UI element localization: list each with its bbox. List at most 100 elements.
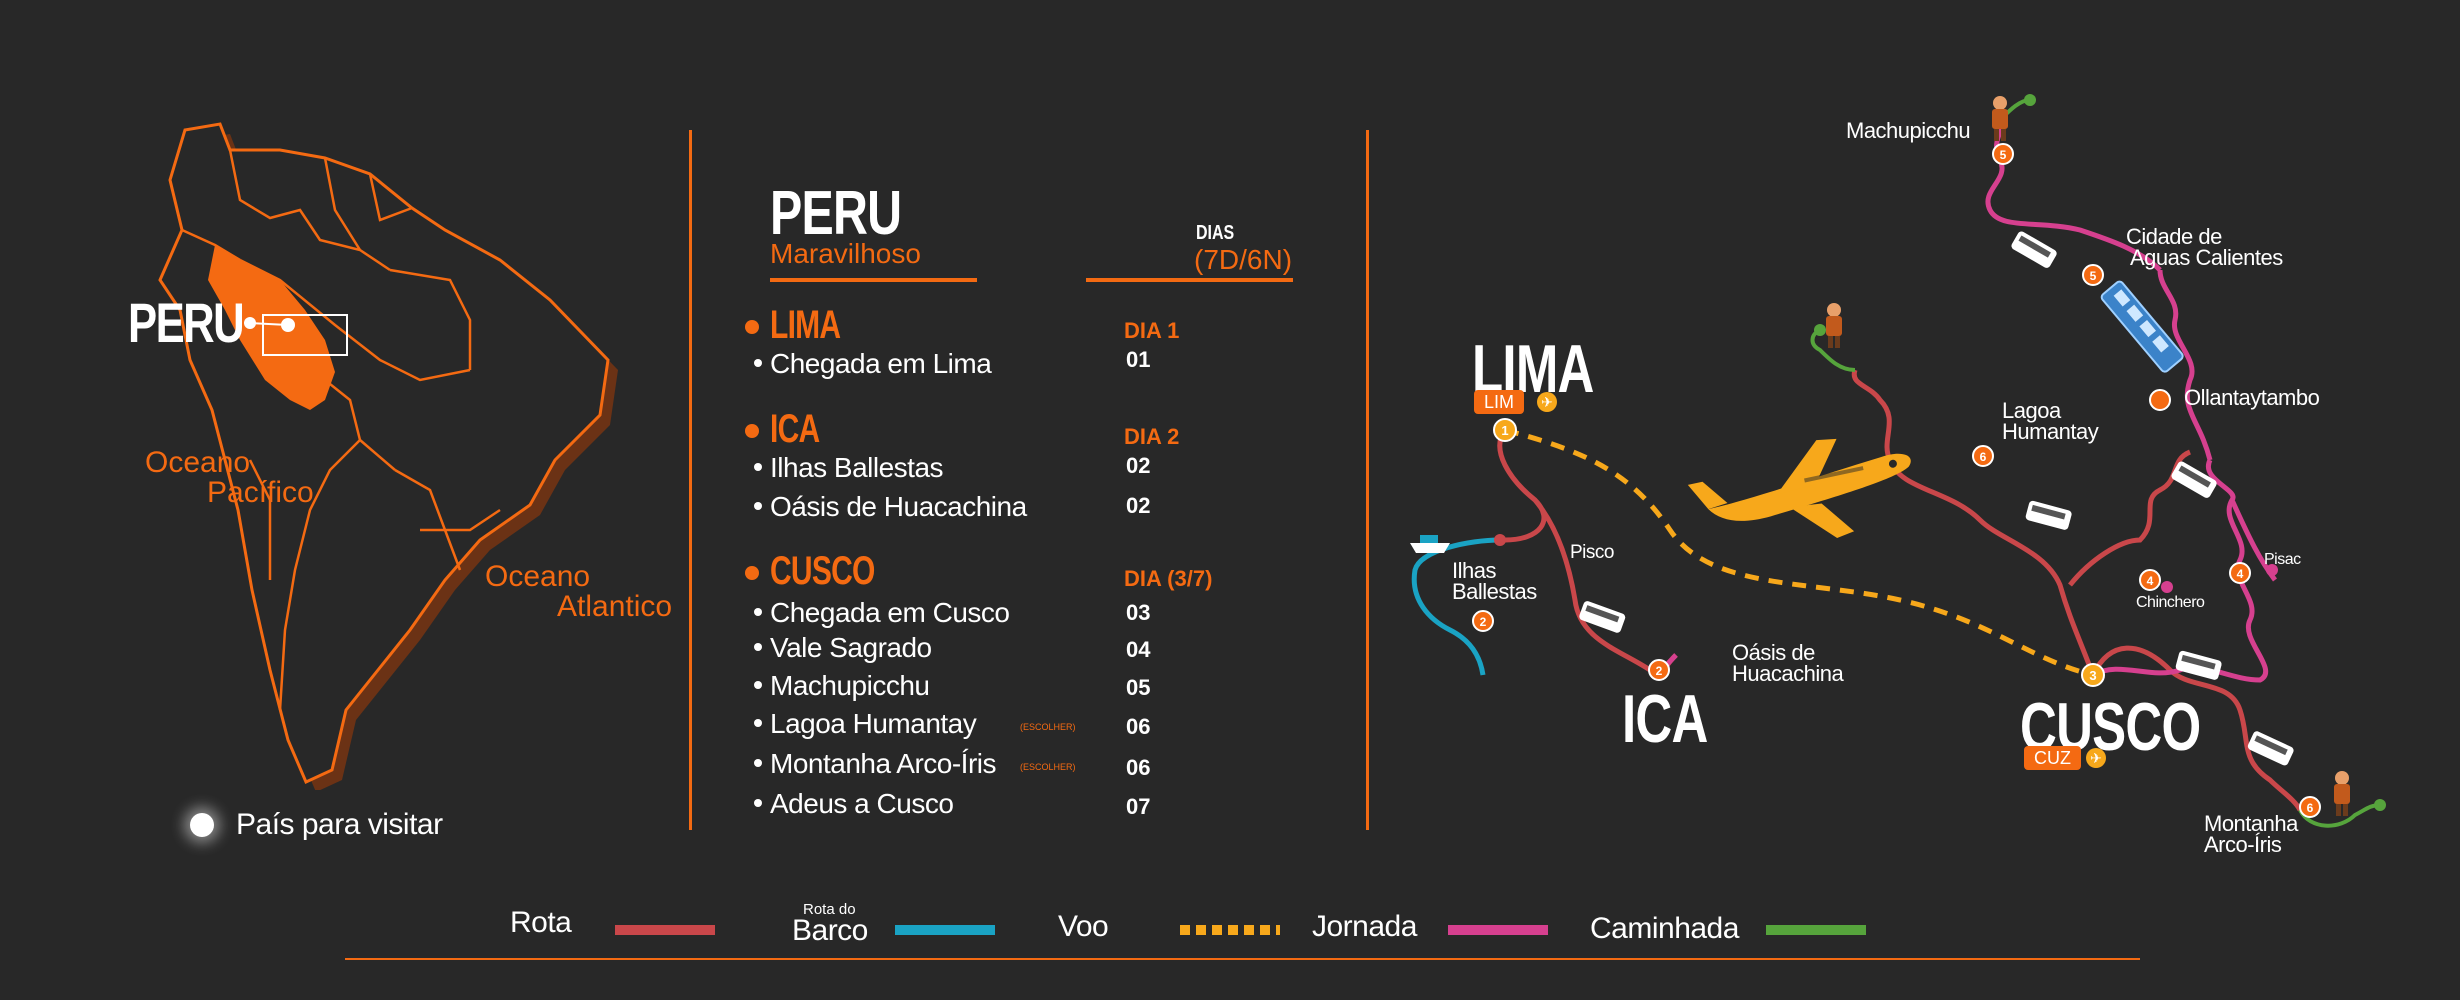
airport-code-lim: LIM — [1474, 390, 1525, 414]
marker-5-machupicchu: 5 — [1992, 143, 2014, 165]
svg-text:2: 2 — [1480, 615, 1487, 629]
legend-jornada-label: Jornada — [1312, 910, 1417, 943]
country-label-peru: PERU — [128, 291, 245, 354]
legend-barco-small: Rota do — [803, 901, 856, 918]
section-bullet-cusco — [745, 566, 759, 580]
bus-icon — [2247, 731, 2294, 766]
list-item: Ilhas Ballestas — [754, 452, 944, 484]
marker-ollantaytambo — [2149, 389, 2171, 411]
section-title-ica: ICA — [770, 407, 820, 451]
peru-highlight — [208, 245, 335, 410]
place-ollantaytambo: Ollantaytambo — [2184, 385, 2320, 410]
svg-text:6: 6 — [2307, 801, 2314, 815]
section-dia-ica: DIA 2 — [1124, 424, 1180, 449]
place-pisco: Pisco — [1570, 542, 1614, 563]
hike-end-dot — [2374, 799, 2386, 811]
marker-3-cusco: 3 — [2081, 663, 2105, 687]
legend-voo-line — [1180, 925, 1280, 935]
legend-rota-label: Rota — [510, 906, 572, 939]
legend-jornada-line — [1448, 925, 1548, 935]
airplane-icon — [1687, 438, 1911, 538]
svg-text:5: 5 — [2090, 269, 2097, 283]
stop-dot — [1494, 534, 1506, 546]
svg-text:6: 6 — [1980, 450, 1987, 464]
section-dia-lima: DIA 1 — [1124, 318, 1180, 343]
jornada-route-valley — [1985, 117, 2278, 683]
title-underline — [770, 278, 977, 282]
ocean-atlantic-label: Oceano Atlantico — [485, 560, 673, 623]
item-day: 06 — [1126, 755, 1151, 780]
airport-code-cuz: CUZ — [2024, 746, 2081, 770]
airport-plane-icon: ✈ — [1537, 392, 1557, 412]
item-day: 06 — [1126, 714, 1151, 739]
place-chinchero: Chinchero — [2136, 594, 2205, 611]
route-map: 1 2 2 3 4 4 5 5 6 6 — [1410, 94, 2386, 828]
svg-text:3: 3 — [2089, 668, 2096, 683]
days-underline — [1086, 278, 1293, 282]
country-borders — [181, 149, 501, 711]
place-machupicchu: Machupicchu — [1846, 118, 1971, 143]
svg-text:4: 4 — [2237, 567, 2244, 581]
svg-text:4: 4 — [2147, 574, 2154, 588]
hike-end-dot — [2024, 94, 2036, 106]
choice-note: (ESCOLHER) — [1020, 722, 1076, 732]
item-day: 05 — [1126, 675, 1151, 700]
place-lagoa-humantay: Lagoa Humantay — [2002, 398, 2099, 444]
list-item: Machupicchu — [754, 670, 930, 702]
flight-route — [1504, 427, 2094, 678]
bus-icon — [2175, 650, 2222, 680]
bus-icon — [2171, 461, 2217, 498]
marker-6-humantay: 6 — [1972, 445, 1994, 467]
peru-focus-box — [262, 314, 348, 356]
legend-visit-label: País para visitar — [236, 808, 443, 841]
place-aguas-calientes: Cidade de Aguas Calientes — [2126, 224, 2283, 270]
ocean-pacific-label: Oceano Pacífico — [145, 446, 314, 509]
airport-plane-icon: ✈ — [2086, 748, 2106, 768]
marker-6-montanha: 6 — [2299, 796, 2321, 818]
place-pisac: Pisac — [2264, 551, 2301, 568]
list-item: Chegada em Cusco — [754, 597, 1010, 629]
item-day: 03 — [1126, 600, 1151, 625]
hike-route-montanha — [2298, 803, 2381, 828]
map-legend: País para visitar — [190, 808, 443, 842]
peru-glow-dot — [281, 318, 295, 332]
item-day: 04 — [1126, 637, 1151, 662]
list-item: Montanha Arco-Íris — [754, 748, 997, 780]
bottom-rule — [345, 958, 2140, 960]
section-bullet-lima — [745, 320, 759, 334]
days-label: DIAS — [1196, 222, 1235, 244]
bus-icon — [1579, 601, 1626, 633]
list-item: Vale Sagrado — [754, 632, 932, 664]
svg-text:5: 5 — [2000, 148, 2007, 162]
marker-1: 1 — [1493, 418, 1517, 442]
hiker-icon — [1992, 96, 2008, 141]
section-bullet-ica — [745, 424, 759, 438]
divider-left — [689, 130, 692, 830]
legend-voo-label: Voo — [1058, 910, 1109, 943]
list-item: Chegada em Lima — [754, 348, 992, 380]
marker-2-ballestas: 2 — [1472, 610, 1494, 632]
train-icon — [2100, 280, 2184, 373]
boat-icon — [1410, 535, 1450, 553]
hike-route-humantay — [1810, 328, 1856, 372]
hike-end-dot — [1814, 324, 1826, 336]
marker-2-ica: 2 — [1648, 659, 1670, 681]
list-item: Lagoa Humantay — [754, 708, 977, 740]
list-item: Oásis de Huacachina — [754, 491, 1027, 523]
map-city-ica: ICA — [1622, 681, 1708, 757]
place-montanha-arco-iris: Montanha Arco-Íris — [2204, 811, 2298, 857]
stop-dot — [2161, 581, 2173, 593]
bus-icon — [2025, 500, 2072, 530]
legend-barco-label: Barco — [792, 914, 868, 947]
hiker-icon — [2334, 771, 2350, 816]
item-day: 02 — [1126, 453, 1151, 478]
section-title-cusco: CUSCO — [770, 549, 875, 593]
section-title-lima: LIMA — [770, 303, 841, 347]
choice-note: (ESCOLHER) — [1020, 762, 1076, 772]
place-oasis-huacachina: Oásis de Huacachina — [1732, 640, 1844, 686]
item-day: 02 — [1126, 493, 1151, 518]
south-america-map — [158, 122, 618, 790]
marker-4-chinchero: 4 — [2139, 569, 2161, 591]
visit-dot-icon — [190, 813, 214, 837]
divider-right — [1366, 130, 1369, 830]
